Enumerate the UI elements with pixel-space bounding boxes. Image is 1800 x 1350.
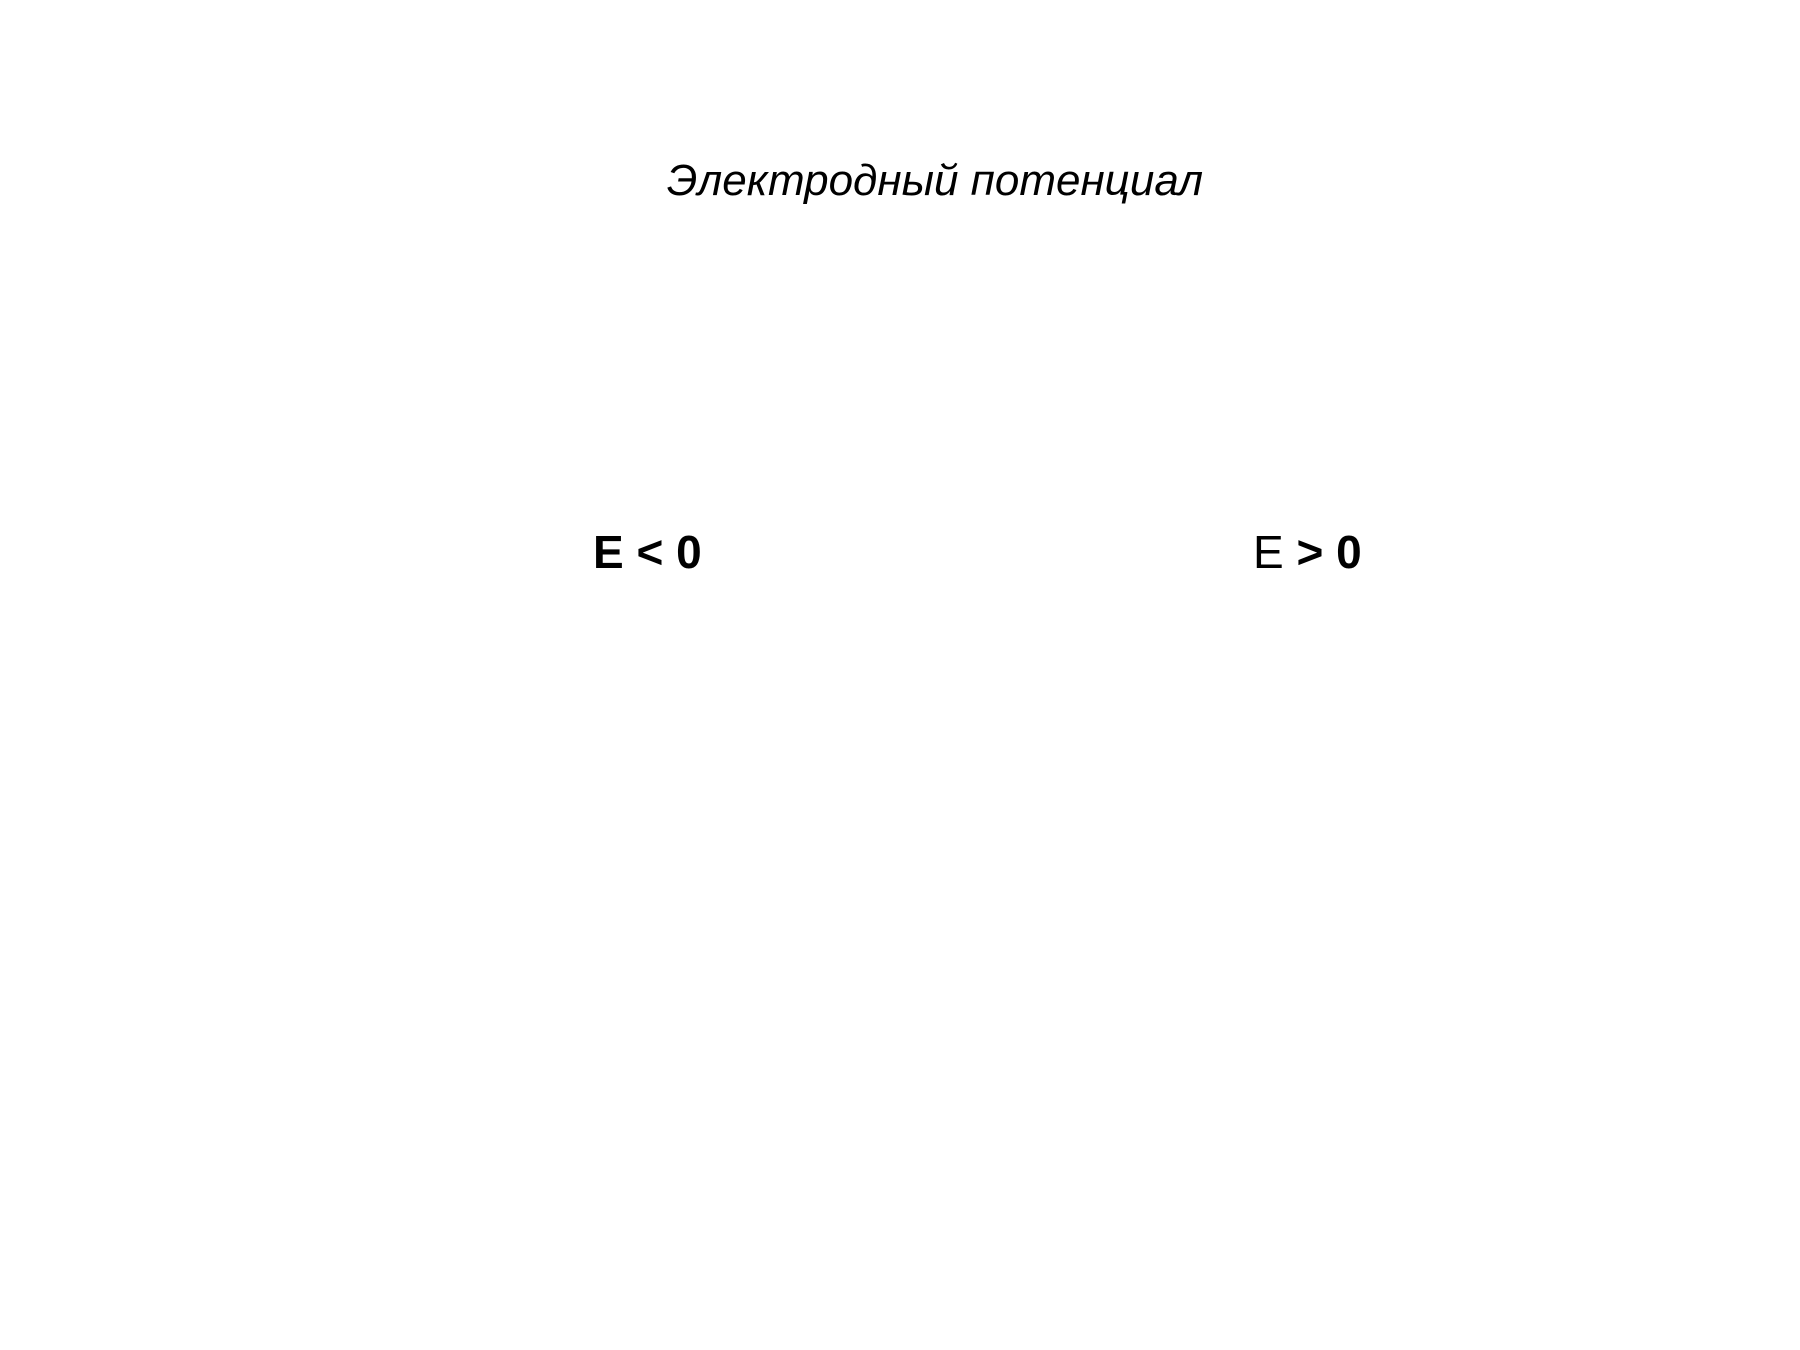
positive-potential-formula: E > 0 xyxy=(1253,525,1362,580)
slide-title: Электродный потенциал xyxy=(666,156,1204,205)
negative-potential-formula: E < 0 xyxy=(593,525,702,580)
negative-formula-symbol: E xyxy=(593,526,624,578)
negative-formula-relation: < 0 xyxy=(623,526,702,578)
positive-formula-symbol: E xyxy=(1253,526,1284,578)
positive-formula-relation: > 0 xyxy=(1283,526,1362,578)
